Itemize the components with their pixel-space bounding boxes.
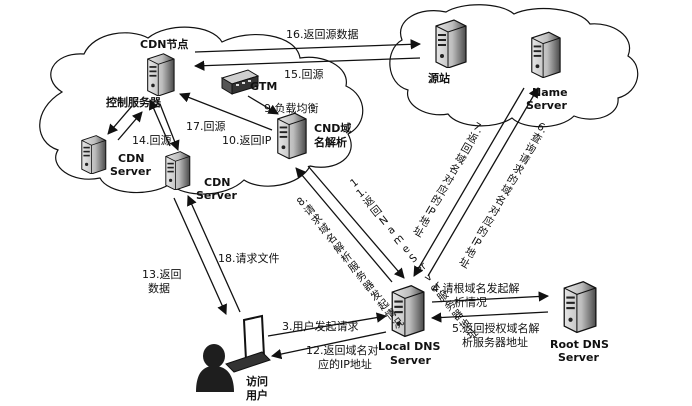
local-dns-label-line1: Local DNS: [378, 340, 441, 353]
root-dns-label-line1: Root DNS: [550, 338, 609, 351]
cnd-dns-label-line2: 名解析: [314, 136, 347, 149]
cnd-dns-server-icon: [277, 112, 307, 160]
gtm-switch-icon: [220, 69, 260, 95]
cdn-server-mid-label-line2: Server: [196, 189, 237, 202]
step-13-label-line1: 13.返回: [142, 268, 182, 281]
user-label-line1: 访问: [246, 375, 268, 388]
step-3-label: 3.用户发起请求: [282, 320, 359, 333]
name-server-label-line2: Server: [526, 99, 567, 112]
origin-cloud: [389, 4, 639, 128]
local-dns-label-line2: Server: [390, 354, 431, 367]
user-icon: [196, 314, 271, 392]
step-12-label-line2: 应的IP地址: [318, 358, 372, 371]
gtm-label: GTM: [250, 80, 278, 93]
step-5-label-line1: 5.返回授权域名解: [452, 322, 540, 335]
origin-label: 源站: [428, 72, 450, 85]
user-label-line2: 用户: [246, 389, 268, 402]
step-12-label-line1: 12.返回域名对: [306, 344, 379, 357]
root-dns-server-icon: [563, 281, 597, 334]
cdn-server-mid-label-line1: CDN: [204, 176, 231, 189]
step-18-label: 18.请求文件: [218, 252, 280, 265]
cdn-server-left-label-line1: CDN: [118, 152, 145, 165]
cnd-dns-label-line1: CND域: [314, 122, 352, 135]
step-5-label-line2: 析服务器地址: [462, 336, 528, 349]
cdn-server-left-label-line2: Server: [110, 165, 151, 178]
name-server-icon: [531, 31, 561, 78]
step-17-label: 17.回源: [186, 120, 226, 133]
step-13-label-line2: 数据: [148, 282, 170, 295]
cdn-server-mid-icon: [165, 151, 191, 190]
step-9-label: 9.负载均衡: [264, 102, 319, 115]
step-16-label: 16.返回源数据: [286, 28, 359, 41]
step-15-label: 15.回源: [284, 68, 324, 81]
step-14-label: 14.回源: [132, 134, 172, 147]
cdn-node-title: CDN节点: [140, 38, 189, 51]
origin-server-icon: [435, 19, 467, 68]
cdn-cloud: [39, 26, 364, 195]
cdn-server-left-icon: [81, 135, 107, 174]
step-4-label-line2: 析情况: [454, 296, 487, 309]
control-server-icon: [147, 53, 175, 96]
step-4-label-line1: 4.请根域名发起解: [432, 282, 520, 295]
flow-arrows: [107, 39, 550, 360]
step-10-label: 10.返回IP: [222, 134, 272, 147]
control-server-label: 控制服务器: [106, 96, 161, 109]
root-dns-label-line2: Server: [558, 351, 599, 364]
name-server-label-line1: Name: [532, 86, 568, 99]
